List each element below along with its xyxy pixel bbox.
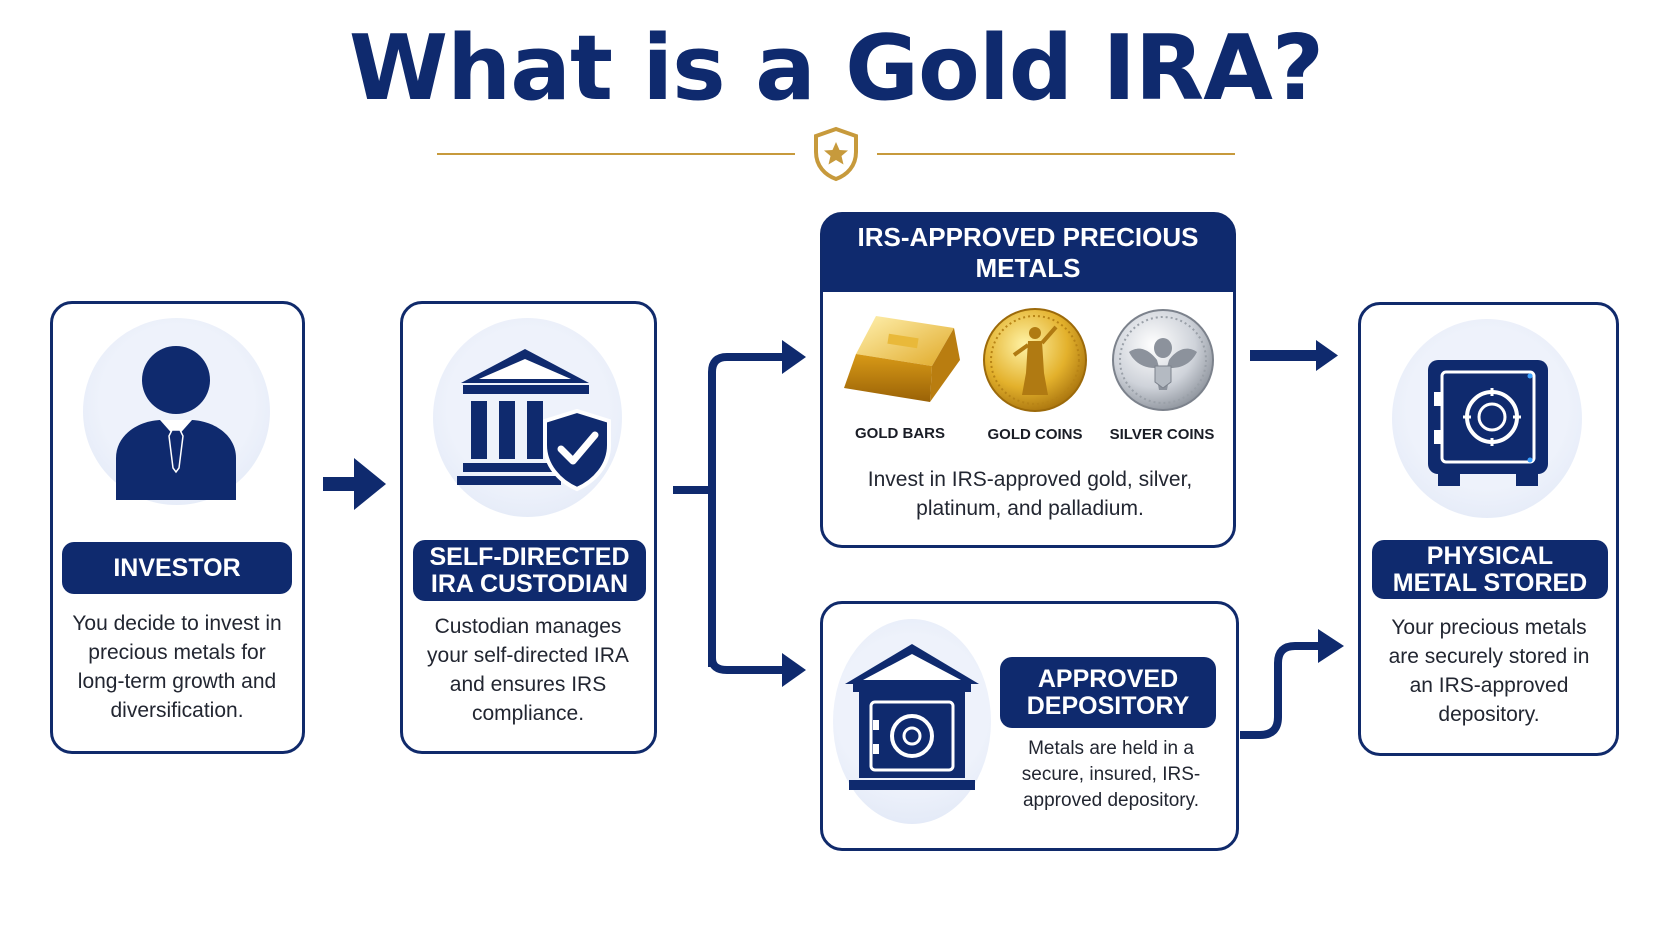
- arrowhead-to-metals: [782, 340, 806, 374]
- metals-description: Invest in IRS-approved gold, silver, pla…: [867, 468, 1193, 520]
- stored-description: Your precious metals are securely stored…: [1388, 616, 1590, 726]
- vault-building-icon: [843, 640, 981, 795]
- investor-description: You decide to invest in precious metals …: [72, 612, 282, 722]
- person-icon: [110, 340, 242, 500]
- safe-icon: [1424, 356, 1552, 491]
- arrowhead-to-stored-bottom: [1318, 629, 1344, 663]
- stored-label: PHYSICAL METAL STORED: [1372, 540, 1608, 599]
- shield-star-icon: [812, 126, 860, 182]
- metal-label-silver-coins: SILVER COINS: [1109, 426, 1215, 443]
- metal-label-gold-bars: GOLD BARS: [855, 425, 945, 442]
- metal-label-gold-coins: GOLD COINS: [987, 426, 1083, 443]
- bank-shield-icon: [455, 345, 613, 495]
- depository-description: Metals are held in a secure, insured, IR…: [1021, 738, 1201, 811]
- arrowhead-to-depository: [782, 653, 806, 687]
- divider-right: [877, 153, 1235, 155]
- page-title: What is a Gold IRA?: [348, 16, 1324, 121]
- arrow-investor-to-custodian: [323, 458, 386, 510]
- connector-depository-to-stored: [1240, 642, 1320, 739]
- custodian-description: Custodian manages your self-directed IRA…: [427, 615, 629, 725]
- depository-label: APPROVED DEPOSITORY: [1000, 657, 1216, 728]
- arrow-metals-to-stored: [1250, 340, 1338, 371]
- custodian-label: SELF-DIRECTED IRA CUSTODIAN: [413, 540, 646, 601]
- connector-custodian-branch: [673, 353, 784, 674]
- metals-header: IRS-APPROVED PRECIOUS METALS: [822, 214, 1234, 292]
- divider-left: [437, 153, 795, 155]
- gold-bar-icon: [840, 310, 965, 410]
- silver-coin-icon: [1111, 308, 1215, 412]
- gold-coin-icon: [982, 307, 1088, 413]
- investor-label: INVESTOR: [62, 542, 292, 594]
